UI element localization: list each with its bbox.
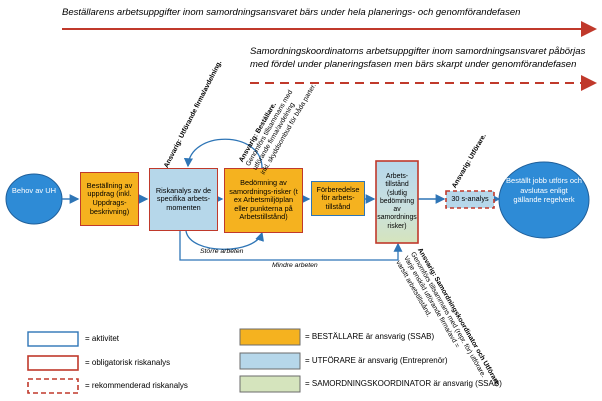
feedback-loop-top [183, 138, 263, 169]
analysis30-step: 30 s-analys [451, 194, 489, 204]
legend-orderer-shape [239, 328, 301, 346]
legend-mandatory-text: = obligatorisk riskanalys [85, 358, 171, 367]
analysis30-shape [445, 190, 495, 209]
legend-coordinator-text: = SAMORDNINGSKOORDINATOR är ansvarig (SS… [305, 379, 502, 388]
orderer-phase-text: Beställarens arbetsuppgifter inom samord… [62, 7, 521, 18]
larger-works-label: Större arbeten [200, 248, 244, 255]
assessment-step: Bedömning av samordnings-risker (t ex Ar… [224, 168, 303, 233]
start-node-shape [5, 173, 63, 225]
coordinator-phase-text-1: Samordningskoordinatorns arbetsuppgifter… [250, 46, 586, 57]
smaller-works-label: Mindre arbeten [272, 262, 318, 269]
legend-performer-text: = UTFÖRARE är ansvarig (Entreprenör) [305, 356, 448, 365]
legend-activity-text: = aktivitet [85, 334, 120, 343]
start-node-label: Behov av UH [11, 186, 57, 195]
legend-recommended-shape [27, 378, 79, 394]
coordinator-phase-text-2: med fördel under planeringsfasen men bär… [250, 59, 577, 70]
legend-activity-shape [27, 331, 79, 347]
order-step: Beställning av uppdrag (inkl. Uppdrags-b… [80, 172, 139, 226]
legend-mandatory-shape [27, 355, 79, 371]
prep-step: Förberedelse för arbets-tillstånd [311, 181, 365, 216]
feedback-loop-bottom [185, 230, 264, 250]
legend-recommended-text: = rekommenderad riskanalys [85, 381, 188, 390]
bypass-smaller-works [179, 231, 403, 261]
legend-coordinator-shape [239, 375, 301, 393]
end-node-label: Beställt jobb utförs och avslutas enligt… [506, 176, 582, 204]
legend-performer-shape [239, 352, 301, 370]
permit-step: Arbets-tillstånd (slutlig bedömning av s… [377, 173, 417, 230]
legend-orderer-text: = BESTÄLLARE är ansvarig (SSAB) [305, 332, 435, 341]
risk-analysis-step: Riskanalys av de specifika arbets-moment… [149, 168, 218, 231]
permit-shape [375, 160, 419, 244]
